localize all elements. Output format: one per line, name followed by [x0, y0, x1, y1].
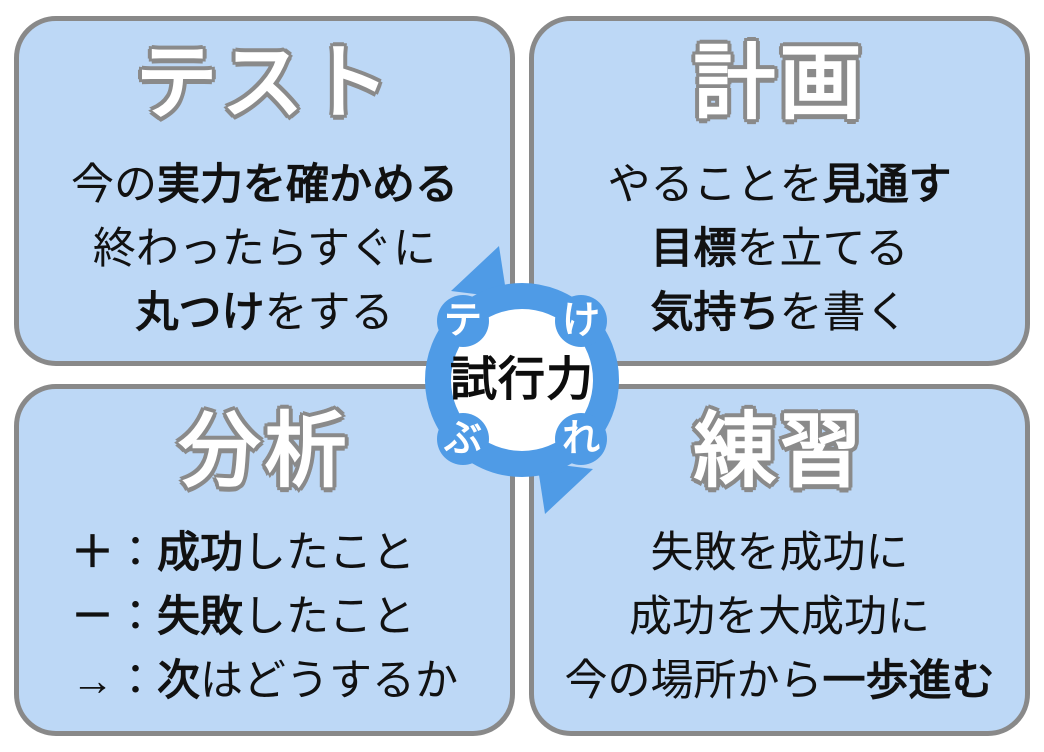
panel-practice-title: 練習: [693, 406, 866, 497]
ring-letter-ke: け: [562, 300, 600, 342]
panel-test-body: 今の実力を確かめる終わったらすぐに丸つけをする: [71, 154, 458, 345]
cycle-bump-se: [555, 413, 607, 465]
cycle-bump-nw: [437, 295, 489, 347]
ring-letter-re: れ: [562, 418, 600, 460]
cycle-arrow-top-icon: [451, 246, 507, 298]
body-line: 目標を立てる: [650, 224, 909, 273]
panel-test: テスト 今の実力を確かめる終わったらすぐに丸つけをする: [14, 16, 515, 366]
body-line: 成功を大成功に: [629, 592, 930, 641]
panel-test-title: テスト: [135, 38, 394, 129]
cycle-center-circle: [450, 308, 594, 452]
panel-analysis-body: ＋：成功したこと －：失敗したこと →：次はどうするか: [71, 522, 458, 713]
cycle-bump-ne: [555, 295, 607, 347]
cycle-arrow-bottom-icon: [537, 462, 593, 514]
body-line: 今の場所から一歩進む: [564, 656, 995, 705]
panel-practice-body: 失敗を成功に成功を大成功に今の場所から一歩進む: [565, 522, 995, 713]
panel-plan: 計画 やることを見通す目標を立てる気持ちを書く: [529, 16, 1030, 366]
body-line: 気持ちを書く: [650, 288, 909, 337]
body-line: 今の実力を確かめる: [71, 161, 458, 210]
cycle-ring-icon: [425, 283, 619, 477]
center-label: 試行力: [450, 353, 594, 408]
body-line: 終わったらすぐに: [92, 224, 437, 273]
body-line: 失敗を成功に: [650, 529, 909, 578]
body-line: －：失敗したこと: [71, 592, 415, 641]
body-line: やることを見通す: [607, 161, 952, 210]
cycle-bump-sw: [437, 413, 489, 465]
panel-analysis: 分析 ＋：成功したこと －：失敗したこと →：次はどうするか: [14, 384, 515, 736]
panel-analysis-title: 分析: [178, 406, 351, 497]
ring-letter-bu: ぶ: [443, 418, 482, 460]
body-line: 丸つけをする: [135, 288, 394, 337]
panel-practice: 練習 失敗を成功に成功を大成功に今の場所から一歩進む: [529, 384, 1030, 736]
cycle-badge: テ け ぶ れ 試行力: [425, 246, 619, 514]
body-line: →：次はどうするか: [71, 656, 458, 705]
panel-plan-title: 計画: [693, 38, 866, 129]
ring-letter-te: テ: [444, 300, 482, 342]
panel-plan-body: やることを見通す目標を立てる気持ちを書く: [608, 154, 952, 345]
body-line: ＋：成功したこと: [71, 529, 415, 578]
